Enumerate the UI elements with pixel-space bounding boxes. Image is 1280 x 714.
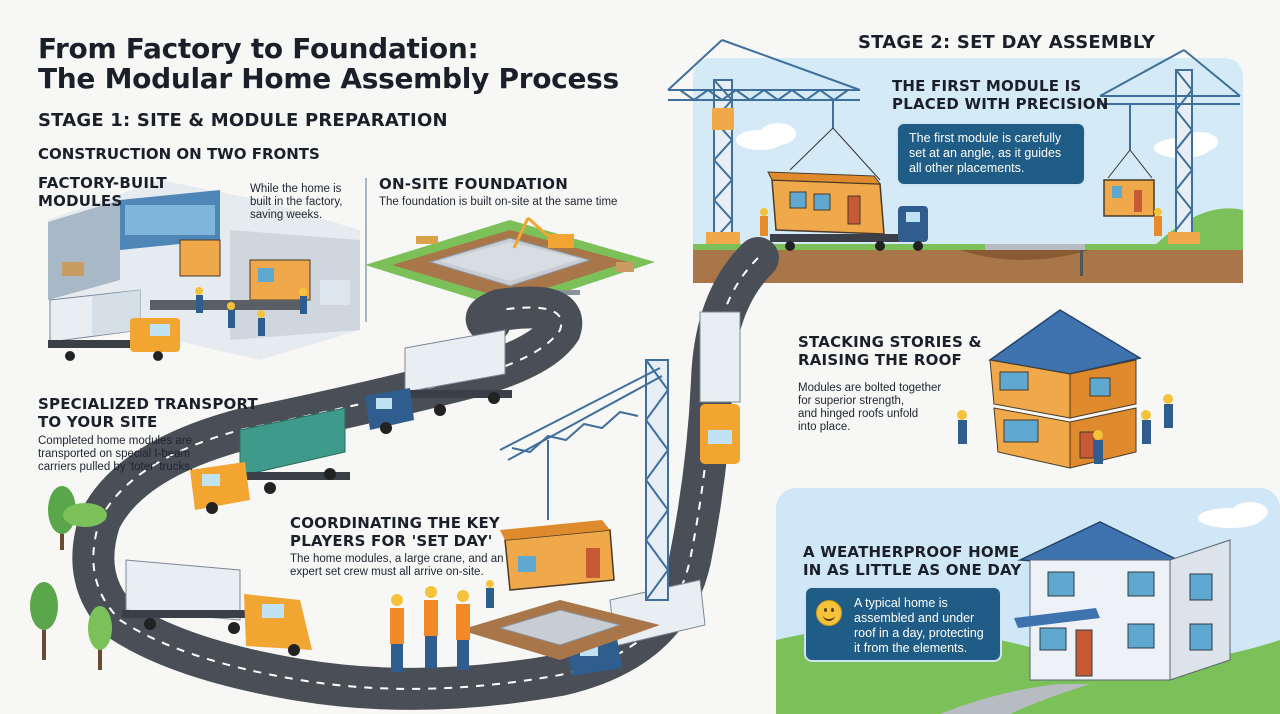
first-module-callout: The first module is carefully set at an …	[896, 122, 1086, 186]
transport-truck-bottom	[122, 559, 312, 656]
crane-right-stage2	[1099, 49, 1241, 241]
stacking-body-line3: and hinged roofs unfold	[798, 408, 919, 420]
factory-truck	[48, 289, 180, 361]
foundation-site-illustration	[365, 216, 655, 310]
stacking-title-line1: STACKING STORIES &	[798, 333, 982, 351]
transport-truck-white	[365, 329, 512, 434]
stacking-body-line4: into place.	[798, 421, 851, 433]
first-module-title-line1: THE FIRST MODULE IS	[892, 77, 1082, 95]
page-title-line1: From Factory to Foundation:	[38, 32, 479, 65]
crane-left-cab	[712, 108, 734, 130]
foundation-title: ON-SITE FOUNDATION	[379, 175, 568, 193]
foundation-body: The foundation is built on-site at the s…	[379, 196, 618, 208]
set-crew-workers	[390, 580, 494, 672]
coordinating-body-line1: The home modules, a large crane, and an	[290, 553, 504, 565]
smiley-face-icon	[816, 600, 842, 626]
weatherproof-callout-line3: roof in a day, protecting	[854, 626, 984, 640]
transport-title-line2: TO YOUR SITE	[38, 413, 158, 431]
stacking-workers	[957, 394, 1173, 464]
stacking-house-illustration	[988, 309, 1142, 469]
first-module-callout-line2: set at an angle, as it guides	[909, 146, 1062, 160]
transport-title-line1: SPECIALIZED TRANSPORT	[38, 395, 258, 413]
workers-stage2	[760, 208, 1162, 236]
crane-left-base	[706, 232, 740, 244]
transport-body-line1: Completed home modules are	[38, 435, 193, 447]
trees-left	[30, 486, 112, 670]
transport-body-line2: transported on special I-beam	[38, 448, 191, 460]
first-module-callout-line3: all other placements.	[909, 161, 1025, 175]
site-foundation	[460, 600, 660, 660]
crane-right-base	[1168, 232, 1200, 244]
coordinating-title-line2: PLAYERS FOR 'SET DAY'	[290, 532, 493, 550]
weatherproof-callout: A typical home is assembled and under ro…	[804, 586, 1002, 662]
weatherproof-title-line2: IN AS LITTLE AS ONE DAY	[803, 561, 1022, 579]
first-module-callout-line1: The first module is carefully	[909, 131, 1062, 145]
coordinating-body-line2: expert set crew must all arrive on-site.	[290, 566, 484, 578]
transport-truck-green	[190, 407, 350, 514]
page-title-line2: The Modular Home Assembly Process	[38, 62, 619, 95]
site-module-hanging	[500, 520, 615, 591]
flatbed-truck-stage2	[770, 206, 928, 251]
weatherproof-callout-line1: A typical home is	[854, 596, 948, 610]
first-module-hanging	[767, 127, 885, 235]
weatherproof-title-line1: A WEATHERPROOF HOME	[803, 543, 1020, 561]
stage2-heading: STAGE 2: SET DAY ASSEMBLY	[858, 32, 1156, 53]
stacking-body-line2: for superior strength,	[798, 395, 905, 407]
weatherproof-callout-line4: it from the elements.	[854, 641, 968, 655]
second-module-hanging	[1103, 149, 1155, 217]
finished-house-illustration	[1014, 521, 1231, 681]
crane-stage1	[499, 359, 670, 601]
transport-body-line3: carriers pulled by 'toter' trucks.	[38, 461, 194, 473]
factory-title-line1: FACTORY-BUILT	[38, 174, 167, 192]
weatherproof-callout-line2: assembled and under	[854, 611, 975, 625]
transport-truck-vertical	[699, 311, 741, 464]
first-module-title-line2: PLACED WITH PRECISION	[892, 95, 1109, 113]
stacking-body-line1: Modules are bolted together	[798, 382, 942, 394]
factory-body-line3: saving weeks.	[250, 209, 323, 221]
stacking-title-line2: RAISING THE ROOF	[798, 351, 962, 369]
stage1-subheading: CONSTRUCTION ON TWO FRONTS	[38, 145, 320, 163]
stage1-heading: STAGE 1: SITE & MODULE PREPARATION	[38, 110, 448, 131]
factory-title-line2: MODULES	[38, 192, 123, 210]
coordinating-title-line1: COORDINATING THE KEY	[290, 514, 500, 532]
factory-body-line2: built in the factory,	[250, 196, 343, 208]
factory-body-line1: While the home is	[250, 183, 342, 195]
factory-workers	[195, 287, 307, 336]
